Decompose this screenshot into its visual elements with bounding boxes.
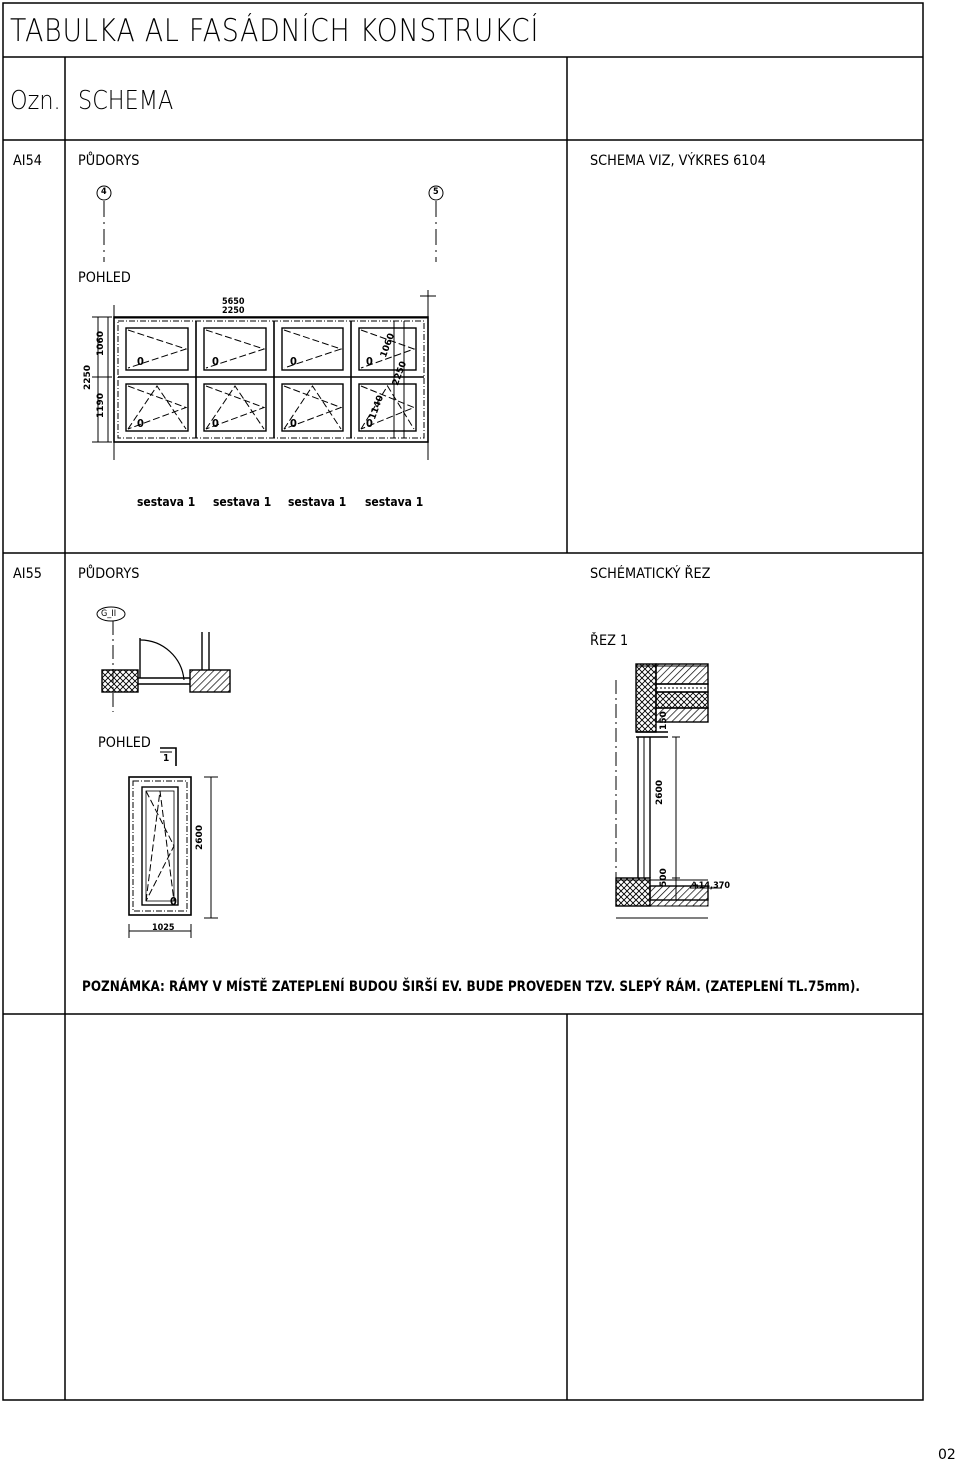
- page-number: 02: [938, 1447, 956, 1463]
- dim-height-top: 1060: [96, 330, 106, 356]
- sash-opening-line: [205, 385, 266, 430]
- header-ozn: Ozn.: [10, 86, 61, 116]
- dim-door-width: 1025: [152, 923, 175, 933]
- page-title: TABULKA AL FASÁDNÍCH KONSTRUKCÍ: [10, 13, 540, 49]
- row-id-ai55: AI55: [13, 566, 43, 582]
- table-grid: [2, 2, 924, 1401]
- sash-frame: [125, 383, 189, 432]
- sestava-label: sestava 1: [213, 495, 272, 509]
- sash-opening-line: [205, 385, 265, 430]
- dim-section-2600: 2600: [655, 779, 665, 805]
- sash-frame: [358, 383, 417, 432]
- sash-frame: [358, 327, 417, 371]
- sash-opening-line: [283, 329, 343, 369]
- row-id-ai54: AI54: [13, 153, 43, 169]
- sash-mark: 0: [290, 417, 297, 430]
- header-schema: SCHEMA: [78, 86, 174, 116]
- sash-opening-line: [283, 385, 343, 430]
- sash-mark: 0: [366, 417, 373, 430]
- dim-total-width: 5650: [222, 297, 245, 307]
- dim-section-500: 500: [659, 868, 669, 887]
- ai54-pudorys-label: PŮDORYS: [78, 153, 140, 169]
- ai55-dimensions: [128, 776, 218, 938]
- ai54-elevation: [113, 316, 429, 443]
- level-mark: +14,370: [692, 881, 731, 891]
- sash-frame: [125, 327, 189, 371]
- sash-mark: 0: [137, 355, 144, 368]
- sash-frame: [281, 327, 344, 371]
- sash-mark: 0: [212, 417, 219, 430]
- dim-width-2: 2250: [222, 306, 245, 316]
- ai55-elevation: [128, 776, 192, 916]
- dim-height-total: 2250: [83, 364, 93, 390]
- sash-mark: 0: [366, 355, 373, 368]
- dim-height-bottom: 1190: [96, 392, 106, 418]
- sash-mark: 0: [290, 355, 297, 368]
- sash-mark: 0: [212, 355, 219, 368]
- sash-opening-line: [360, 385, 416, 430]
- axis-label-4: 4: [101, 187, 107, 197]
- axis-label-g-ii: G_II: [101, 609, 117, 619]
- sash-mark: 0: [137, 417, 144, 430]
- dim-door-height: 2600: [195, 824, 205, 850]
- sash-opening-line: [205, 329, 266, 369]
- axis-label-5: 5: [433, 187, 439, 197]
- ai54-dimensions: [92, 290, 436, 460]
- dim-section-150: 150: [659, 711, 669, 730]
- sash-frame: [203, 327, 267, 371]
- ai54-schema-note: SCHEMA VIZ, VÝKRES 6104: [590, 153, 766, 169]
- sash-frame: [281, 383, 344, 432]
- sash-opening-line: [127, 329, 188, 369]
- ai55-pohled-label: POHLED: [98, 735, 151, 751]
- ai55-section-mark: [160, 747, 177, 766]
- ai54-pohled-label: POHLED: [78, 270, 131, 286]
- sash-opening-line: [360, 385, 415, 430]
- ai55-schema-note: SCHÉMATICKÝ ŘEZ: [590, 566, 711, 582]
- sash-mark: 0: [170, 895, 177, 908]
- ai55-plan: [96, 606, 231, 712]
- sestava-label: sestava 1: [365, 495, 424, 509]
- sestava-label: sestava 1: [137, 495, 196, 509]
- section-mark-number: 1: [163, 753, 170, 764]
- ai54-axes: [96, 185, 444, 262]
- ai54-sashes: [125, 327, 417, 432]
- sash-opening-line: [127, 385, 188, 430]
- footnote: POZNÁMKA: RÁMY V MÍSTĚ ZATEPLENÍ BUDOU Š…: [82, 979, 860, 995]
- ai55-pudorys-label: PŮDORYS: [78, 566, 140, 582]
- sestava-label: sestava 1: [288, 495, 347, 509]
- rez-label: ŘEZ 1: [590, 633, 629, 649]
- sash-opening-line: [360, 329, 416, 369]
- ai55-section: [615, 663, 722, 919]
- sash-opening-line: [283, 385, 342, 430]
- sash-frame: [203, 383, 267, 432]
- sash-opening-line: [127, 385, 187, 430]
